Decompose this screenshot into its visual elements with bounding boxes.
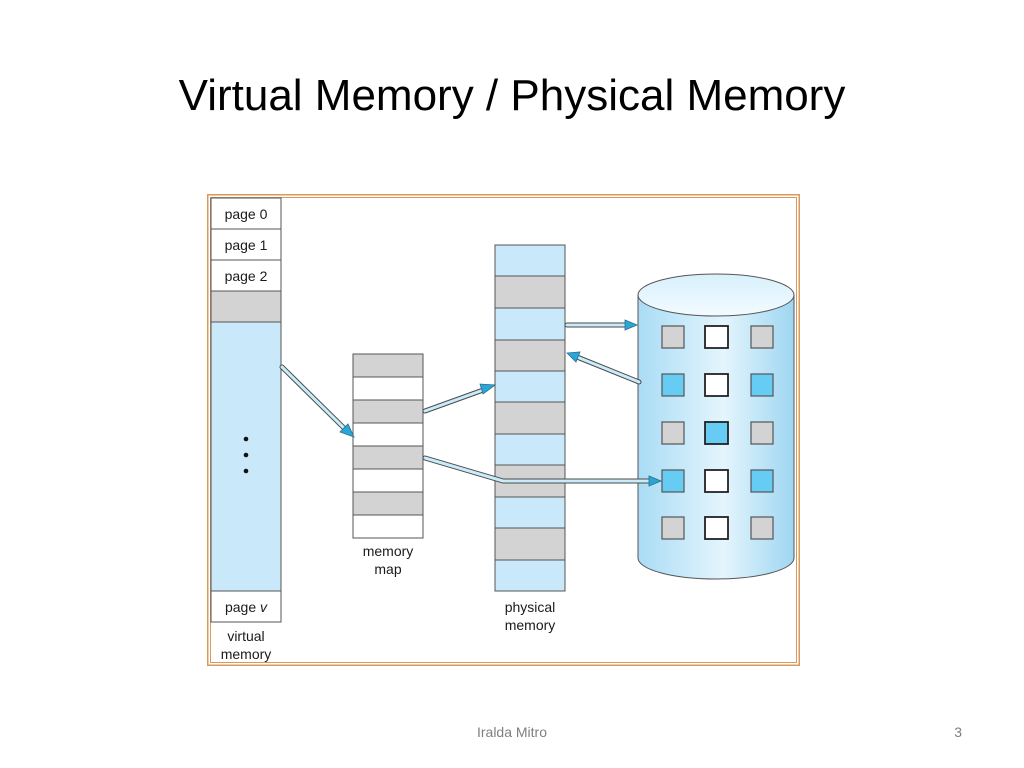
- memory-map-entry: [352, 514, 424, 539]
- disk-block: [704, 373, 729, 397]
- virtual-page-1: [210, 228, 282, 261]
- disk-block: [661, 325, 685, 349]
- disk-block: [750, 373, 774, 397]
- disk-cylinder: [637, 273, 795, 580]
- virtual-memory-caption-line1: virtual: [227, 628, 264, 644]
- disk-blocks: [661, 325, 774, 540]
- physical-frame: [494, 559, 566, 592]
- virtual-page-v-label: page v: [225, 599, 268, 615]
- disk-block: [661, 516, 685, 540]
- mapping-arrows: [279, 319, 663, 487]
- physical-frame: [494, 275, 566, 309]
- physical-frame: [494, 401, 566, 435]
- ellipsis-dots: [243, 436, 249, 474]
- disk-block: [661, 373, 685, 397]
- footer-page-number: 3: [954, 724, 962, 740]
- arrow-physical-to-disk: [564, 319, 639, 331]
- virtual-page-v: [210, 590, 282, 623]
- memory-map-caption-line2: map: [374, 561, 401, 577]
- memory-map: memory map: [352, 353, 424, 577]
- virtual-memory-caption-line2: memory: [221, 646, 272, 662]
- virtual-page-2-label: page 2: [225, 268, 268, 284]
- memory-map-entry: [352, 445, 424, 470]
- disk-top: [637, 273, 795, 317]
- virtual-memory: page 0 page 1 page 2 page v virtual memo…: [210, 197, 282, 662]
- disk-block: [750, 516, 774, 540]
- disk-block: [661, 469, 685, 493]
- disk-block: [750, 421, 774, 445]
- physical-frame: [494, 496, 566, 529]
- arrow-map-to-disk: [422, 455, 663, 487]
- physical-memory-caption-line2: memory: [505, 617, 556, 633]
- physical-memory: physical memory: [494, 244, 566, 633]
- slide-title: Virtual Memory / Physical Memory: [178, 71, 846, 120]
- memory-map-entry: [352, 376, 424, 401]
- arrow-disk-to-physical: [566, 351, 642, 385]
- disk-block: [750, 325, 774, 349]
- disk-block: [704, 516, 729, 540]
- physical-frame: [494, 433, 566, 466]
- virtual-page-0: [210, 197, 282, 230]
- memory-diagram: page 0 page 1 page 2 page v virtual memo…: [207, 194, 800, 666]
- disk-block: [704, 325, 729, 349]
- figure-frame-outer: [207, 194, 800, 666]
- physical-frame: [494, 370, 566, 403]
- disk-block: [704, 421, 729, 445]
- arrow-virtual-to-map: [279, 364, 355, 438]
- virtual-page-2: [210, 259, 282, 292]
- physical-frame: [494, 339, 566, 372]
- memory-map-entry: [352, 422, 424, 447]
- memory-map-entry: [352, 399, 424, 424]
- virtual-page-1-label: page 1: [225, 237, 268, 253]
- physical-memory-caption-line1: physical: [505, 599, 556, 615]
- virtual-page-0-label: page 0: [225, 206, 268, 222]
- memory-map-entry: [352, 353, 424, 378]
- memory-map-caption-line1: memory: [363, 543, 414, 559]
- physical-frame: [494, 307, 566, 341]
- footer-author: Iralda Mitro: [476, 724, 548, 740]
- disk-block: [704, 469, 729, 493]
- disk-block: [750, 469, 774, 493]
- memory-map-entry: [352, 491, 424, 516]
- disk-block: [661, 421, 685, 445]
- memory-map-entry: [352, 468, 424, 493]
- physical-frame: [494, 244, 566, 277]
- physical-frame: [494, 527, 566, 561]
- arrow-map-to-physical: [422, 383, 497, 414]
- virtual-page-3: [210, 290, 282, 323]
